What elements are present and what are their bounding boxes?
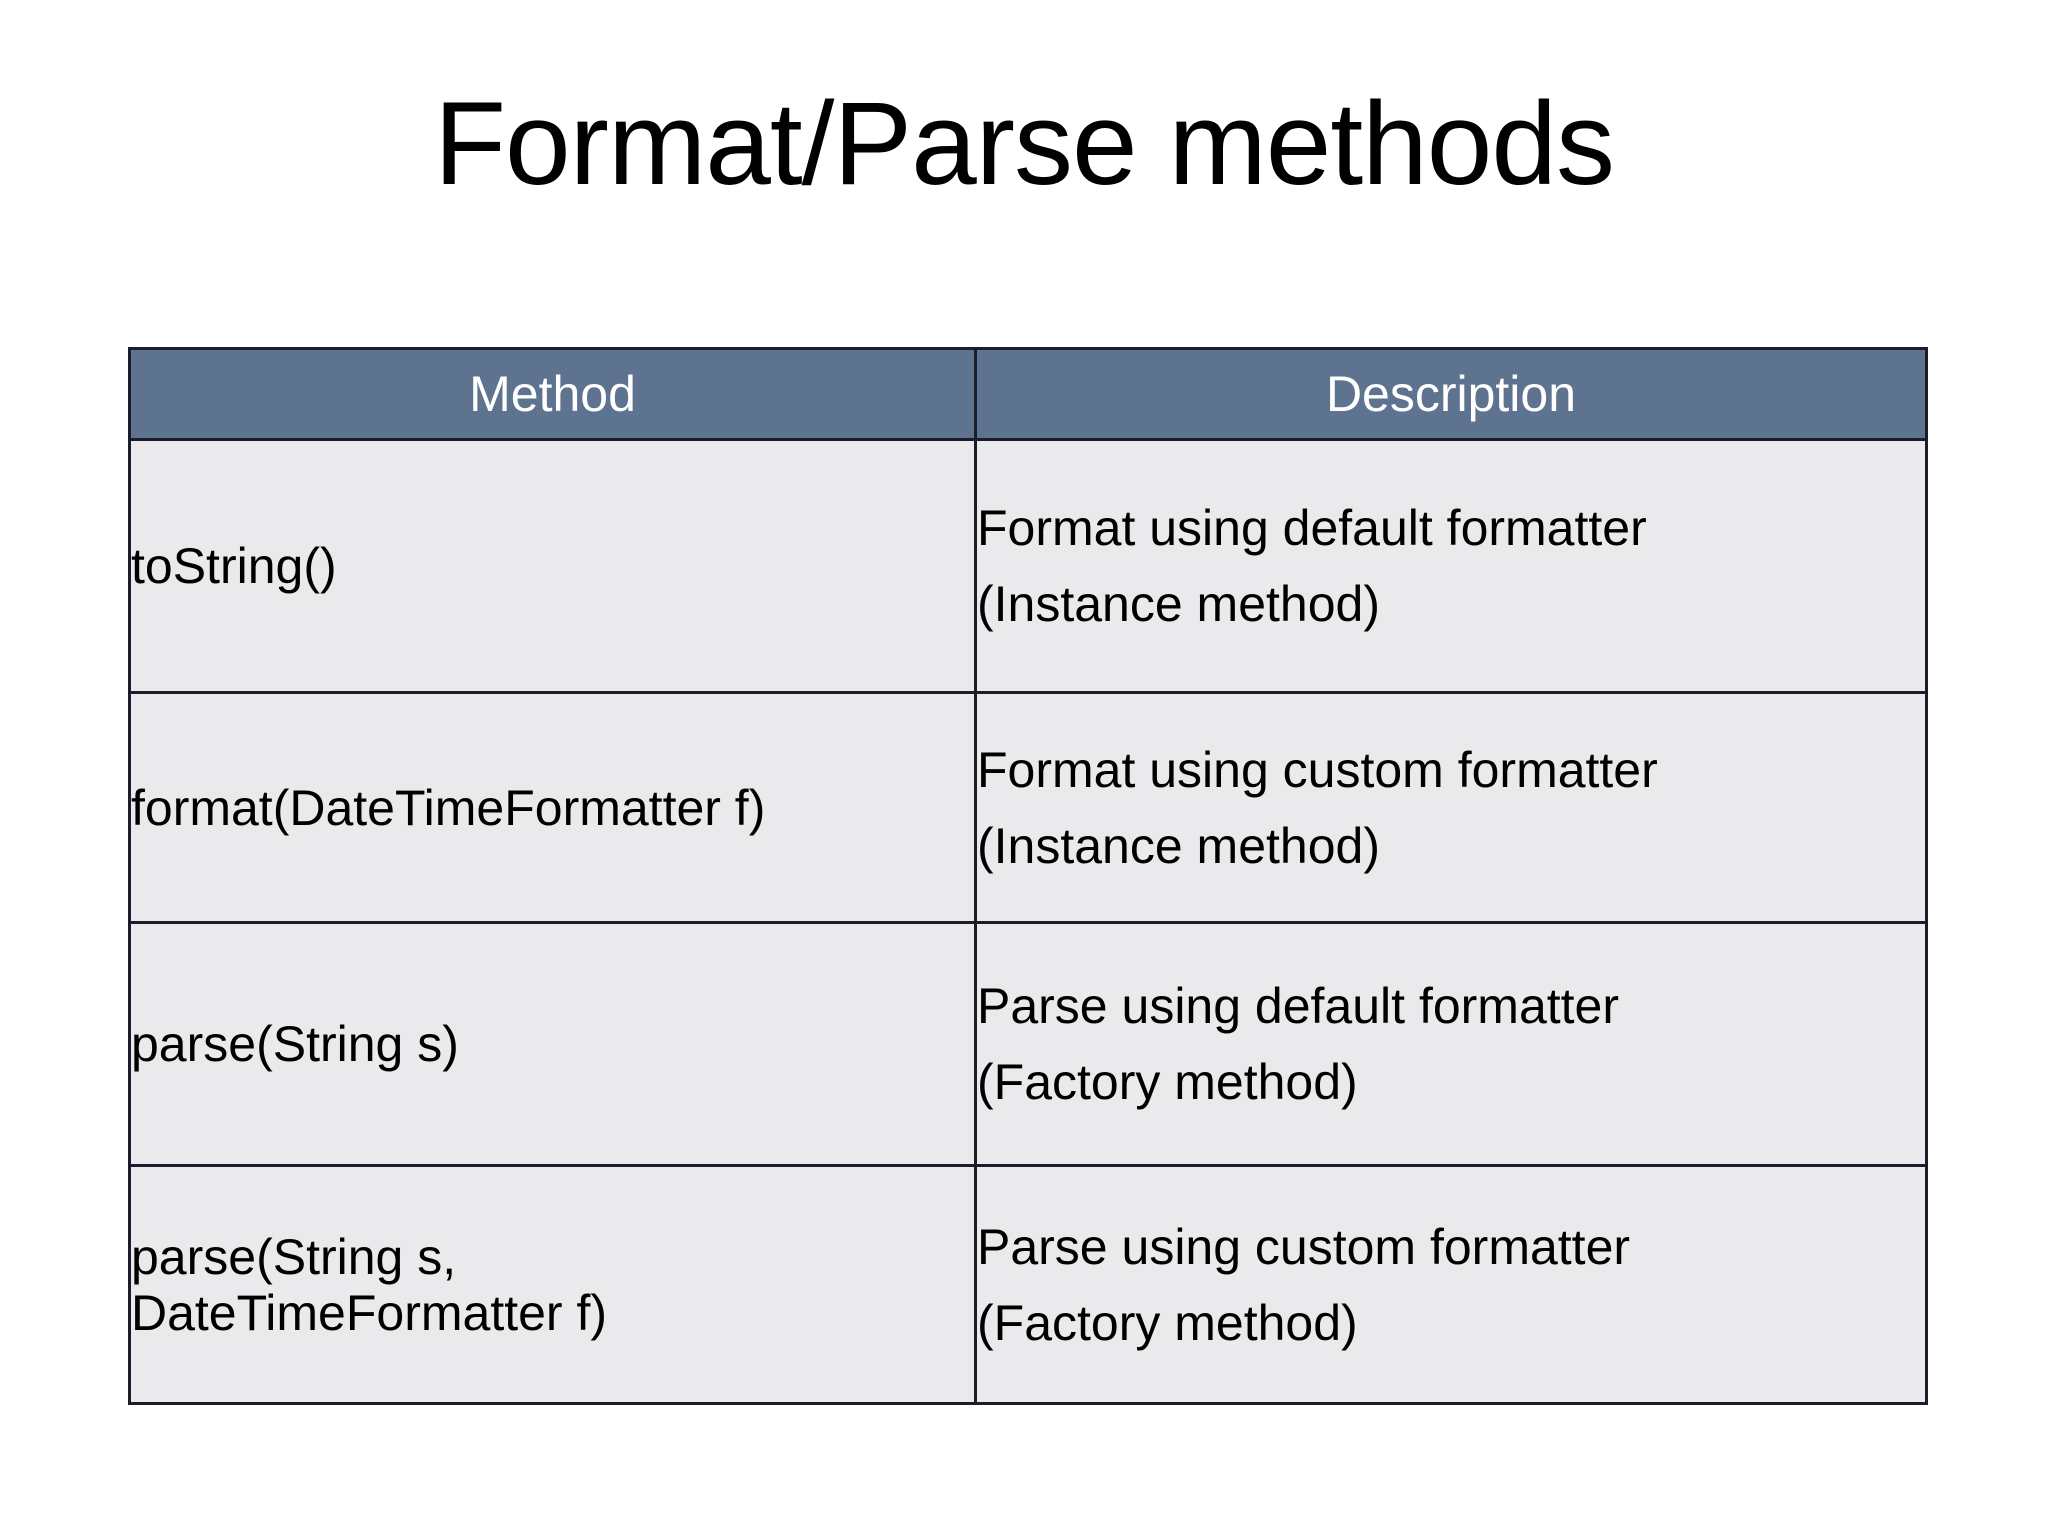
table-row: parse(String s) Parse using default form… bbox=[128, 921, 1928, 1167]
table-header: Method Description bbox=[128, 347, 1928, 441]
column-header-method: Method bbox=[128, 347, 977, 441]
description-line-primary: Format using default formatter bbox=[977, 500, 1647, 556]
cell-method: format(DateTimeFormatter f) bbox=[128, 691, 977, 924]
table-header-row: Method Description bbox=[128, 347, 1928, 441]
column-header-description: Description bbox=[974, 347, 1928, 441]
description-line-secondary: (Factory method) bbox=[977, 1054, 1358, 1110]
table-body: toString() Format using default formatte… bbox=[128, 438, 1928, 1405]
description-line-primary: Parse using custom formatter bbox=[977, 1218, 1631, 1275]
table-row: format(DateTimeFormatter f) Format using… bbox=[128, 691, 1928, 924]
description-line-primary: Parse using default formatter bbox=[977, 978, 1619, 1034]
cell-description: Format using custom formatter (Instance … bbox=[974, 691, 1928, 924]
format-parse-methods-table: Method Description toString() Format usi… bbox=[128, 347, 1928, 1405]
table-row: toString() Format using default formatte… bbox=[128, 438, 1928, 694]
method-signature: format(DateTimeFormatter f) bbox=[131, 779, 766, 836]
description-line-secondary: (Instance method) bbox=[977, 576, 1380, 632]
methods-table-container: Method Description toString() Format usi… bbox=[128, 347, 1928, 1405]
method-signature: parse(String s) bbox=[131, 1016, 459, 1072]
method-signature: parse(String s, DateTimeFormatter f) bbox=[131, 1228, 608, 1341]
cell-method: toString() bbox=[128, 438, 977, 694]
page-title: Format/Parse methods bbox=[433, 78, 1615, 210]
cell-method: parse(String s, DateTimeFormatter f) bbox=[128, 1164, 977, 1405]
cell-description: Format using default formatter (Instance… bbox=[974, 438, 1928, 694]
cell-description: Parse using custom formatter (Factory me… bbox=[974, 1164, 1928, 1405]
method-signature: toString() bbox=[131, 538, 337, 594]
description-line-secondary: (Factory method) bbox=[977, 1294, 1358, 1351]
description-line-secondary: (Instance method) bbox=[977, 817, 1380, 874]
cell-method: parse(String s) bbox=[128, 921, 977, 1167]
cell-description: Parse using default formatter (Factory m… bbox=[974, 921, 1928, 1167]
table-row: parse(String s, DateTimeFormatter f) Par… bbox=[128, 1164, 1928, 1405]
description-line-primary: Format using custom formatter bbox=[977, 741, 1658, 798]
